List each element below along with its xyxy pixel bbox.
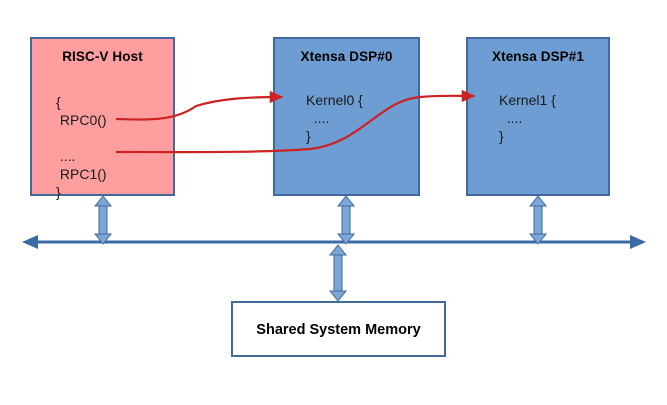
connector-host-to-bus bbox=[93, 195, 113, 245]
bus-left-arrowhead bbox=[22, 235, 38, 249]
node-xtensa-dsp-0[interactable]: Xtensa DSP#0 Kernel0 { .... } bbox=[273, 37, 420, 196]
dsp1-code-block: Kernel1 { .... } bbox=[499, 92, 556, 144]
dsp1-title: Xtensa DSP#1 bbox=[492, 49, 584, 64]
memory-label: Shared System Memory bbox=[256, 322, 421, 338]
system-bus bbox=[22, 235, 646, 249]
node-risc-v-host[interactable]: RISC-V Host { RPC0() .... RPC1() } bbox=[30, 37, 175, 200]
dsp0-title: Xtensa DSP#0 bbox=[300, 49, 393, 64]
connector-dsp0-to-bus bbox=[336, 195, 356, 245]
connector-dsp1-to-bus bbox=[528, 195, 548, 245]
node-shared-system-memory[interactable]: Shared System Memory bbox=[231, 301, 446, 357]
connector-bus-to-memory bbox=[328, 244, 348, 302]
dsp0-code-block: Kernel0 { .... } bbox=[306, 92, 363, 144]
bus-right-arrowhead bbox=[630, 235, 646, 249]
node-xtensa-dsp-1[interactable]: Xtensa DSP#1 Kernel1 { .... } bbox=[466, 37, 610, 196]
host-code-block: { RPC0() .... RPC1() } bbox=[56, 94, 107, 200]
host-title: RISC-V Host bbox=[62, 49, 143, 64]
